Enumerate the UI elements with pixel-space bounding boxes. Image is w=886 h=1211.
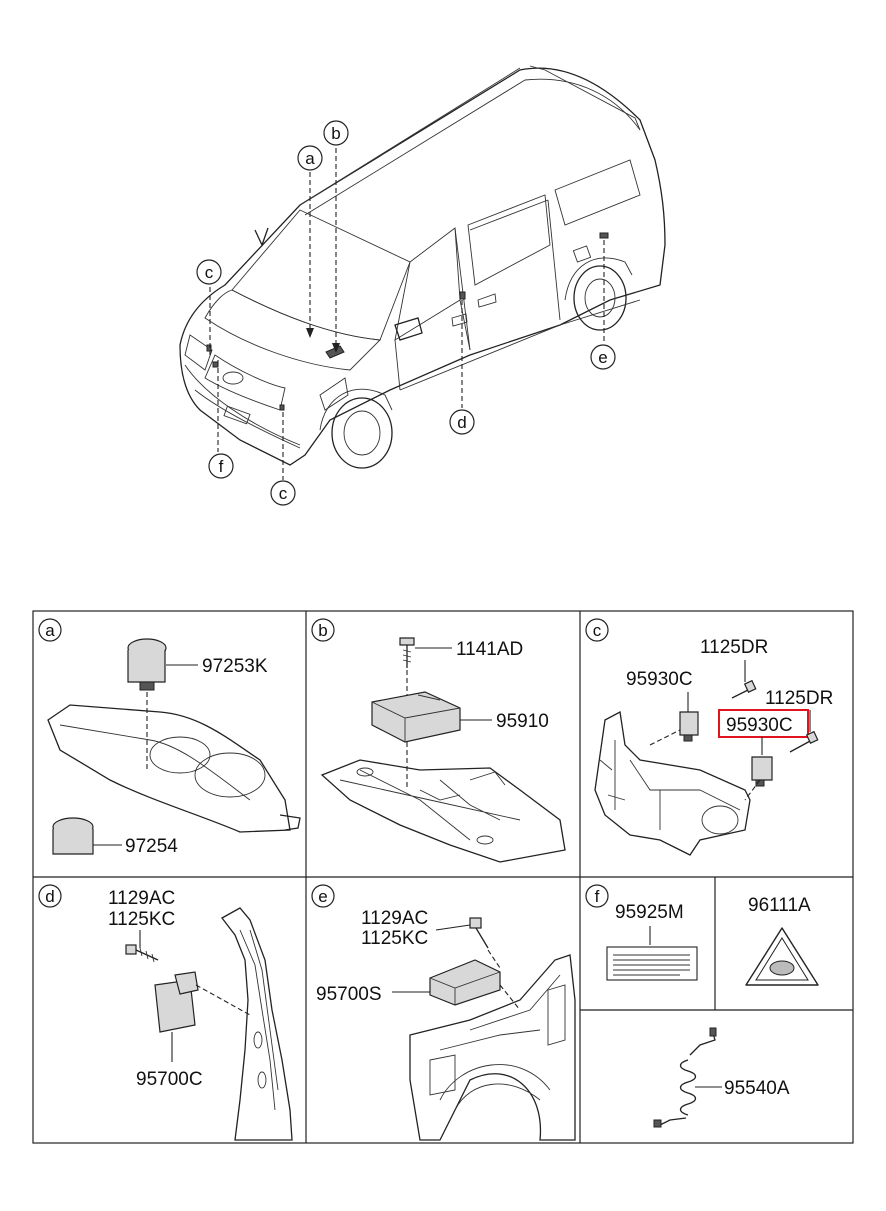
part-1141ad-label: 1141AD (456, 639, 523, 660)
panel-a-letter: a (45, 621, 55, 640)
rear-quarter-panel (409, 954, 576, 1141)
callout-f: f (208, 453, 234, 479)
highlight-box-95930c (718, 709, 809, 738)
van-body (179, 67, 666, 466)
part-95925m-label: 95925M (615, 902, 684, 923)
callout-f-label: f (219, 457, 224, 476)
callout-c-label: c (205, 263, 214, 282)
panel-d: d 1129AC 1125KC 95700C (38, 884, 293, 1141)
bolt-1125dr-icon-2 (789, 730, 819, 753)
detail-grid (32, 610, 854, 1144)
sensor-95930c-icon-1 (679, 711, 699, 742)
panel-c: c 1125DR 95930C 1125DR 95930C (585, 618, 833, 856)
callout-d-label: d (457, 413, 466, 432)
part-95930c-label-2: 95930C (726, 715, 793, 736)
part-95700c-label: 95700C (136, 1069, 203, 1090)
panel-e: e 1129AC 1125KC 95700S (311, 884, 576, 1141)
warning-label-95925m-icon (606, 946, 698, 981)
part-95700s-label: 95700S (316, 984, 382, 1005)
front-wheel (331, 397, 393, 469)
part-97254-label: 97254 (125, 836, 178, 857)
airbag-module-95910-icon (371, 691, 461, 743)
bolt-e-icon (469, 917, 489, 949)
part-95930c-label-1: 95930C (626, 669, 693, 690)
sensor-95700c-icon (154, 971, 199, 1033)
part-1125kc-label: 1125KC (108, 909, 175, 930)
sensor-95930c-icon-2 (751, 756, 773, 787)
callout-c-label: c (279, 484, 288, 503)
callout-e-label: e (598, 348, 607, 367)
panel-b: b 1141AD 95910 (311, 618, 566, 863)
callout-a-label: a (305, 149, 315, 168)
crash-pad-panel (47, 704, 291, 833)
part-97254-icon (52, 817, 94, 855)
part-97253k-icon (127, 638, 167, 691)
windshield (231, 209, 411, 341)
radiator-support-frame (594, 710, 751, 856)
bolt-d-icon (125, 944, 159, 963)
part-1125dr-label-2: 1125DR (765, 688, 833, 709)
panel-d-letter: d (45, 887, 54, 906)
panel-a: a 97253K 97254 (38, 618, 301, 857)
panel-f-letter: f (595, 887, 600, 906)
panel-f: f 95925M 96111A 95540A (585, 884, 819, 1128)
floor-panel (320, 759, 566, 863)
part-95910-label: 95910 (496, 711, 549, 732)
airbag-emblem-96111a-icon (745, 927, 819, 986)
callout-e: e (590, 344, 616, 370)
panel-b-letter: b (318, 621, 327, 640)
center-pillar (221, 907, 293, 1141)
callout-b-label: b (331, 124, 340, 143)
part-1129ac-label-e: 1129AC (361, 908, 428, 929)
panel-e-letter: e (318, 887, 327, 906)
part-1129ac-label: 1129AC (108, 888, 175, 909)
part-96111a-label: 96111A (748, 895, 811, 916)
callout-c-bottom: c (270, 480, 296, 506)
part-1125kc-label-e: 1125KC (361, 928, 428, 949)
sensor-95700s-icon (429, 959, 501, 1006)
bolt-1125dr-icon-1 (731, 679, 757, 699)
rear-wheel (573, 265, 627, 331)
clock-spring-95540a-icon (653, 1027, 717, 1128)
part-97253k-label: 97253K (202, 656, 268, 677)
callout-b: b (323, 120, 349, 146)
callout-d: d (449, 409, 475, 435)
bolt-1141ad-icon (399, 637, 415, 668)
van-overview: a b c c d e f (179, 65, 666, 506)
callout-a: a (297, 145, 323, 171)
part-1125dr-label-1: 1125DR (700, 637, 768, 658)
panel-c-letter: c (593, 621, 602, 640)
part-95540a-label: 95540A (724, 1078, 790, 1099)
callout-c-top: c (196, 259, 222, 285)
